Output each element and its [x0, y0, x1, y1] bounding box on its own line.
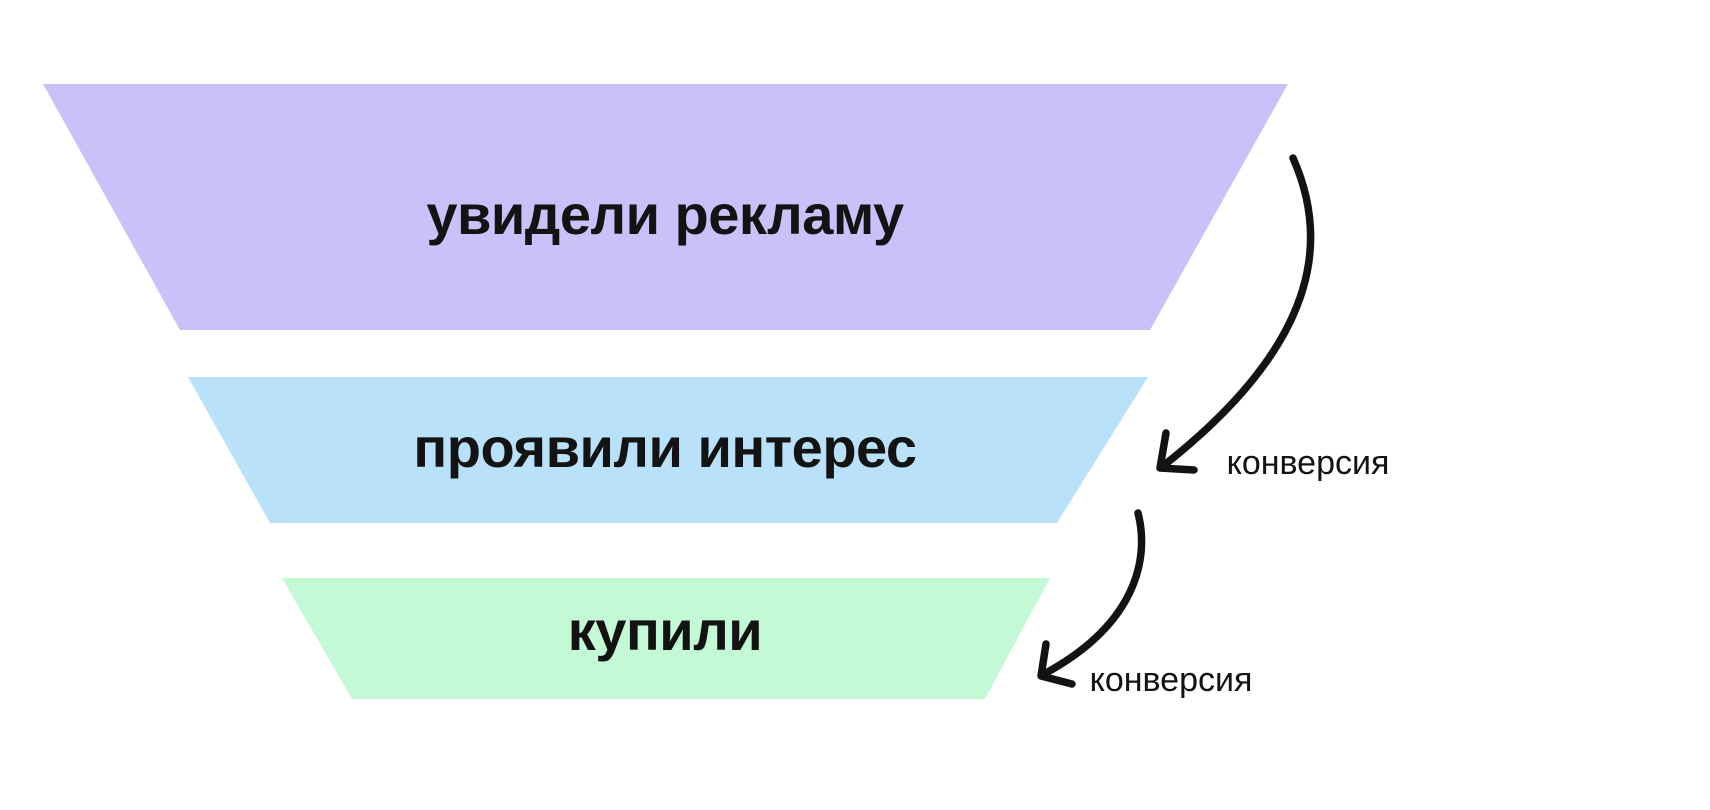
conversion-label-2: конверсия: [1090, 661, 1253, 699]
funnel-stage-purchased-shape: [282, 578, 1050, 699]
conversion-arrow-1-icon: [1156, 154, 1315, 474]
funnel-stage-showed-interest-shape: [188, 377, 1148, 523]
conversion-arrow-2-shaft: [1040, 509, 1146, 678]
funnel-stage-saw-ad-shape: [43, 84, 1288, 330]
funnel-stage-saw-ad-label: увидели рекламу: [426, 183, 904, 246]
funnel-stage-purchased-label: купили: [568, 599, 762, 662]
conversion-arrow-1-shaft: [1159, 154, 1315, 470]
conversion-label-1: конверсия: [1227, 444, 1390, 482]
funnel-stage-showed-interest-label: проявили интерес: [413, 416, 916, 479]
conversion-arrow-2-icon: [1037, 509, 1146, 688]
conversion-arrow-2-head: [1037, 640, 1076, 688]
conversion-arrow-1-head: [1156, 429, 1198, 474]
